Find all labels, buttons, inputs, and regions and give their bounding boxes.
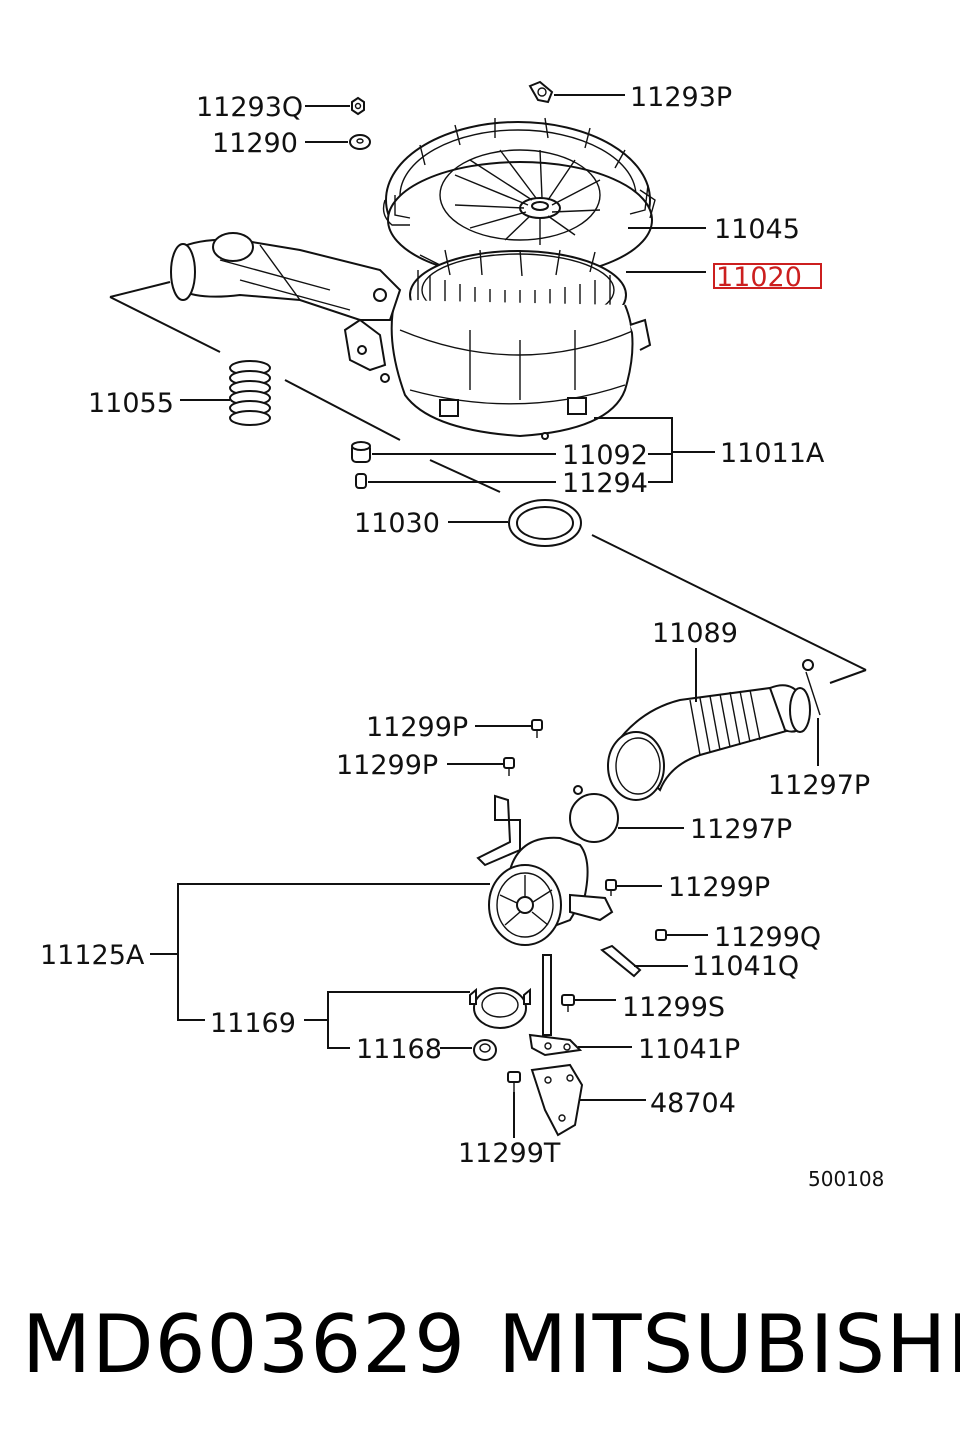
pin-11294 <box>355 473 367 489</box>
label-11011a: 11011A <box>720 438 825 469</box>
hose-11089 <box>607 659 821 801</box>
label-11092: 11092 <box>562 440 648 471</box>
gasket-11030 <box>508 499 582 547</box>
label-11169: 11169 <box>210 1008 296 1039</box>
label-11299p-a: 11299P <box>366 712 468 743</box>
label-11125a: 11125A <box>40 940 145 971</box>
label-11297p-b: 11297P <box>690 814 792 845</box>
nut-11293q <box>351 96 365 116</box>
bolt-11299t <box>507 1071 521 1092</box>
label-11293q: 11293Q <box>196 92 303 123</box>
bracket-11041q <box>600 944 642 978</box>
label-11041p: 11041P <box>638 1034 740 1065</box>
clamp-11169 <box>469 987 531 1029</box>
bolt-11299p-a <box>531 719 543 738</box>
label-11030: 11030 <box>354 508 440 539</box>
label-11299q: 11299Q <box>714 922 821 953</box>
air-cleaner-case <box>170 232 652 440</box>
clamp-11297p <box>569 785 619 843</box>
label-11299p-b: 11299P <box>336 750 438 781</box>
grommet-11168 <box>473 1039 497 1061</box>
highlight-box-11020 <box>713 263 822 289</box>
bracket-11041p <box>528 954 583 1057</box>
label-11055: 11055 <box>88 388 174 419</box>
label-11045: 11045 <box>714 214 800 245</box>
label-48704: 48704 <box>650 1088 736 1119</box>
label-11089: 11089 <box>652 618 738 649</box>
leader-lines <box>150 94 819 1138</box>
label-11299t: 11299T <box>458 1138 561 1169</box>
air-cleaner-cover <box>382 117 656 279</box>
label-11041q: 11041Q <box>692 951 799 982</box>
brand-caption: MITSUBISHI <box>498 1298 960 1391</box>
label-11168: 11168 <box>356 1034 442 1065</box>
wing-nut-11293p <box>528 80 554 104</box>
label-11294: 11294 <box>562 468 648 499</box>
diagram-code: 500108 <box>808 1167 884 1191</box>
spring-11055 <box>229 360 271 426</box>
part-labels: 11293Q 11290 11293P 11045 11020 11055 11… <box>40 82 870 1169</box>
grommet-11092 <box>351 441 371 463</box>
label-11297p-a: 11297P <box>768 770 870 801</box>
washer-11290 <box>349 134 371 150</box>
bracket-48704 <box>530 1063 584 1137</box>
bolt-11299s <box>561 994 575 1012</box>
assembly-guide-lines <box>109 281 867 684</box>
bolt-11299q <box>655 929 667 941</box>
bolt-11299p-b <box>503 757 515 776</box>
label-11293p: 11293P <box>630 82 732 113</box>
part-number-caption: MD603629 <box>22 1298 467 1391</box>
label-11290: 11290 <box>212 128 298 159</box>
resonator-11125a <box>476 794 614 946</box>
label-11299p-c: 11299P <box>668 872 770 903</box>
label-11299s: 11299S <box>622 992 725 1023</box>
bolt-11299p-c <box>605 879 617 896</box>
label-11020: 11020 <box>716 262 802 293</box>
